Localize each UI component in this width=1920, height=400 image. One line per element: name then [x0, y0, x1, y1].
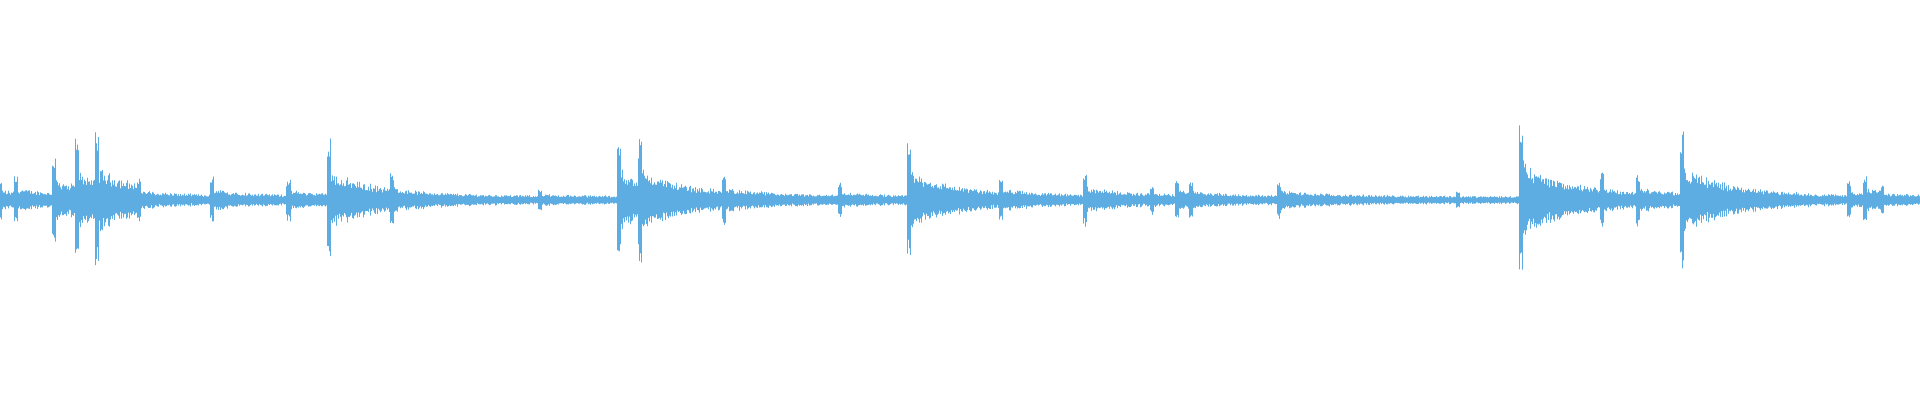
waveform-baseline [0, 198, 1920, 202]
waveform-bars [0, 125, 1920, 270]
waveform-signal [0, 125, 1920, 270]
